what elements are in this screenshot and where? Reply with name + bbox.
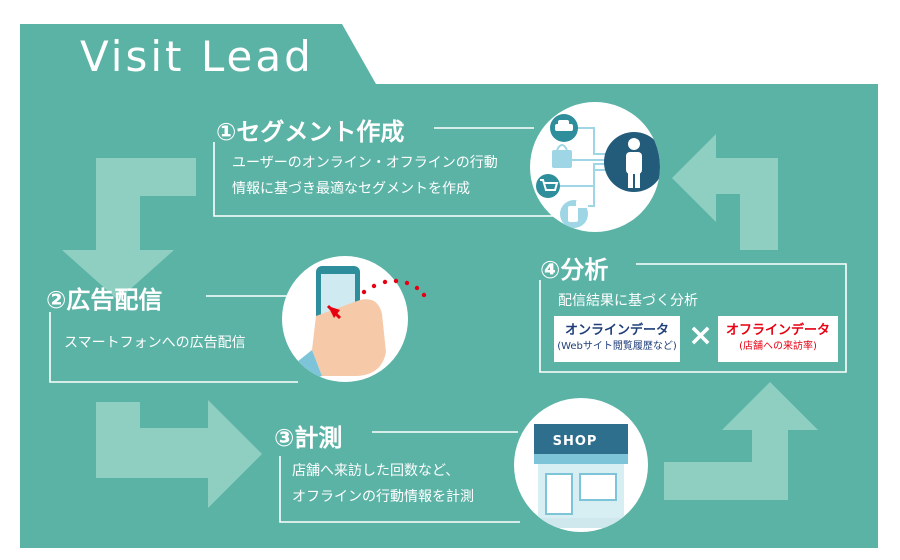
person-icon <box>604 132 660 192</box>
ad-delivery-illustration <box>282 256 408 382</box>
step2-line-1: スマートフォンへの広告配信 <box>64 335 246 351</box>
offline-data-note: (店舗への来訪率) <box>739 341 817 352</box>
step3-title: ③計測 <box>274 424 343 452</box>
step1-line-2: 情報に基づき最適なセグメントを作成 <box>232 181 470 197</box>
cart-icon <box>536 174 560 198</box>
step3-line-2: オフラインの行動情報を計測 <box>292 489 474 505</box>
arrow-up-right <box>664 382 818 500</box>
car-icon <box>550 114 578 142</box>
shop-sign: SHOP <box>552 434 598 449</box>
step1-description: ユーザーのオンライン・オフラインの行動 情報に基づき最適なセグメントを作成 <box>232 150 498 202</box>
bag-icon <box>552 144 572 168</box>
online-data-label: オンラインデータ <box>564 323 669 338</box>
shop-building-icon <box>524 424 638 528</box>
online-data-note: (Webサイト閲覧履歴など) <box>557 341 677 352</box>
arrow-left-top <box>672 134 778 250</box>
page-title: Visit Lead <box>80 32 314 81</box>
chat-phone-icon <box>560 200 588 228</box>
step2-description: スマートフォンへの広告配信 <box>64 330 246 356</box>
offline-data-card: オフラインデータ (店舗への来訪率) <box>718 316 838 362</box>
flow-arrows <box>62 134 818 508</box>
step1-title: ①セグメント作成 <box>216 118 405 146</box>
step4-line-1: 配信結果に基づく分析 <box>558 293 698 309</box>
smartphone-hand-icon <box>292 266 386 382</box>
step3-line-1: 店舗へ来訪した回数など、 <box>292 463 460 479</box>
measurement-illustration <box>514 398 648 532</box>
signal-dots <box>361 278 427 298</box>
step2-title: ②広告配信 <box>46 286 163 314</box>
arrow-down-left <box>62 158 196 300</box>
step4-title: ④分析 <box>540 256 609 284</box>
step4-description: 配信結果に基づく分析 <box>558 288 698 314</box>
offline-data-label: オフラインデータ <box>725 323 830 338</box>
multiply-sign: × <box>688 318 714 353</box>
segment-illustration <box>530 102 660 232</box>
online-data-card: オンラインデータ (Webサイト閲覧履歴など) <box>554 316 680 362</box>
step3-description: 店舗へ来訪した回数など、 オフラインの行動情報を計測 <box>292 458 474 510</box>
step1-line-1: ユーザーのオンライン・オフラインの行動 <box>232 155 498 171</box>
arrow-right-bottom <box>96 400 262 508</box>
